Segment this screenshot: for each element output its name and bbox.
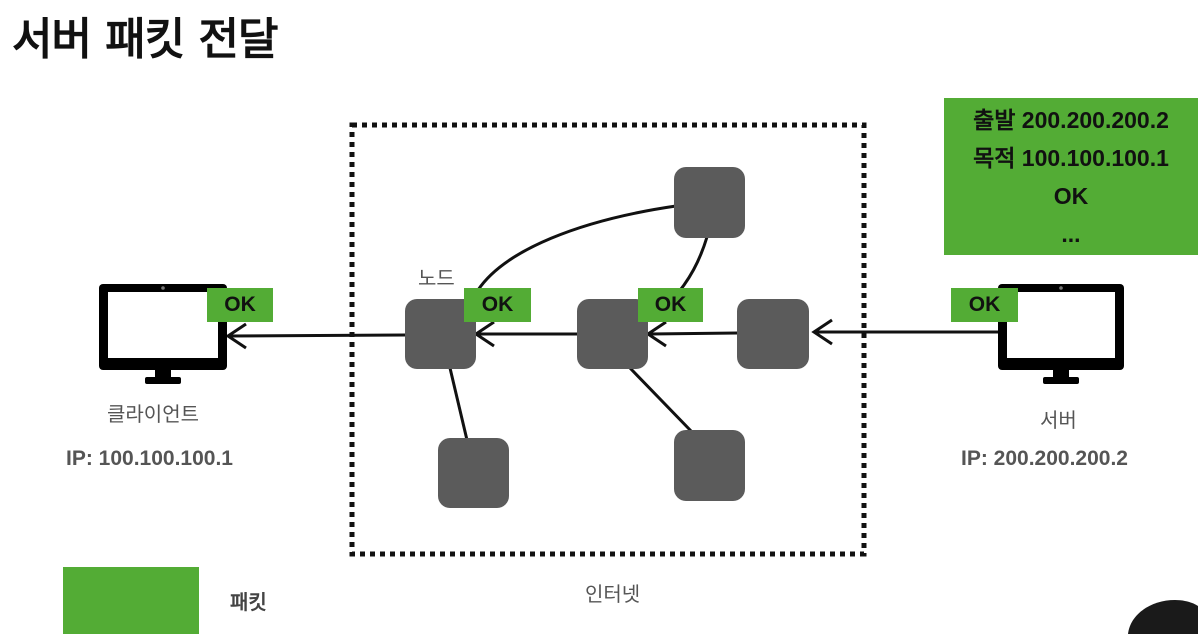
router-node-bottom-left (438, 438, 509, 508)
arrowhead-1 (811, 318, 833, 346)
node-label: 노드 (418, 266, 455, 290)
person-silhouette (1128, 600, 1198, 634)
node-packet-tag-1: OK (464, 288, 531, 322)
node-packet-tag-2: OK (638, 288, 703, 322)
legend-packet-label: 패킷 (230, 590, 267, 614)
link-left-bottom (448, 367, 469, 441)
page-title: 서버 패킷 전달 (12, 14, 279, 65)
client-monitor-icon (99, 284, 227, 384)
packet-source: 출발 200.200.200.2 (973, 106, 1169, 133)
link-top-left (476, 204, 677, 291)
router-node-left (405, 299, 476, 369)
router-node-top (674, 167, 745, 238)
packet-ellipsis: ... (1061, 220, 1081, 247)
server-monitor-icon (998, 284, 1124, 384)
client-packet-tag: OK (207, 288, 273, 322)
router-node-middle (577, 299, 648, 369)
server-ip: IP: 200.200.200.2 (961, 447, 1128, 470)
arrowhead-4 (225, 322, 247, 350)
server-name: 서버 (1040, 408, 1077, 432)
link-middle-bottom (628, 366, 694, 434)
packet-detail-box: 출발 200.200.200.2 목적 100.100.100.1 OK ... (944, 98, 1198, 255)
server-packet-tag: OK (951, 288, 1018, 322)
router-node-bottom-right (674, 430, 745, 501)
path-node-to-node (649, 331, 739, 336)
internet-label: 인터넷 (585, 582, 641, 606)
router-node-right (737, 299, 809, 369)
packet-payload: OK (1053, 182, 1089, 209)
path-node-to-client (227, 333, 407, 338)
legend-packet-swatch (63, 567, 199, 634)
client-ip: IP: 100.100.100.1 (66, 447, 233, 470)
client-name: 클라이언트 (107, 402, 199, 426)
packet-destination: 목적 100.100.100.1 (973, 144, 1169, 171)
